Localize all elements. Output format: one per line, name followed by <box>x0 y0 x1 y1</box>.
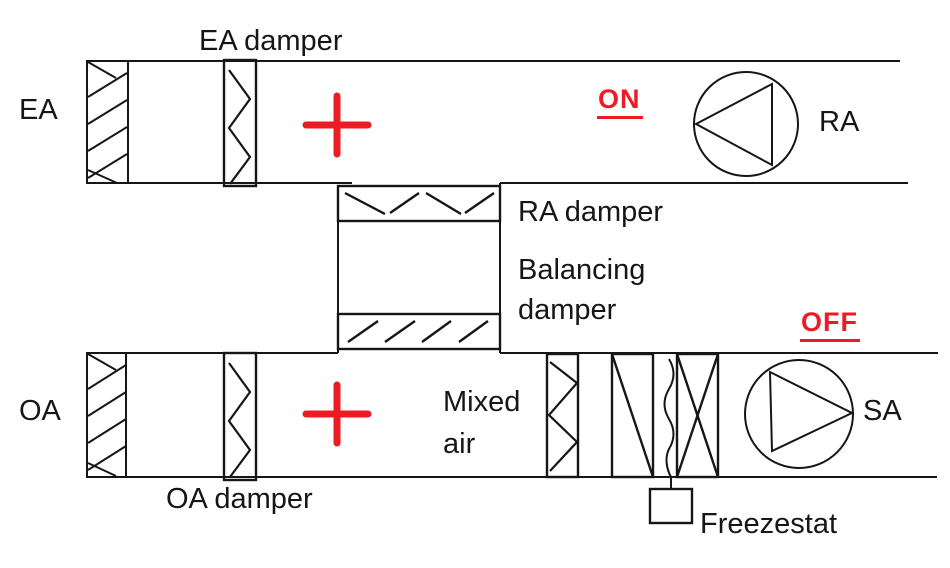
oa-damper-label: OA damper <box>166 483 313 515</box>
balancing-damper-icon <box>336 312 502 351</box>
heating-coil-icon <box>610 352 655 479</box>
oa-stream-label: OA <box>19 395 61 427</box>
balancing-damper-label: Balancing damper <box>518 250 645 330</box>
mixed-air-label-line1: Mixed <box>443 386 521 418</box>
ra-damper-icon <box>336 184 502 223</box>
balancing-damper-label-line1: Balancing <box>518 254 646 286</box>
plus-icon-mixed-air <box>302 381 372 447</box>
ra-fan-icon <box>693 71 799 177</box>
mixed-air-label-line2: air <box>443 428 476 460</box>
ra-fan-status-text: ON <box>597 86 643 119</box>
mixed-air-damper-icon <box>545 352 580 479</box>
ea-damper-icon <box>222 58 258 188</box>
sa-fan-icon <box>744 359 855 469</box>
freezestat-sensor-box <box>648 487 694 525</box>
exhaust-duct-lines <box>87 60 908 184</box>
plus-icon-exhaust <box>302 92 372 158</box>
sa-fan-status-text: OFF <box>800 309 860 342</box>
sa-fan-status-badge: OFF <box>800 309 860 342</box>
freezestat-label: Freezestat <box>700 508 837 540</box>
ea-stream-label: EA <box>19 94 58 126</box>
recirc-duct-lines <box>337 183 501 353</box>
ra-damper-label: RA damper <box>518 196 664 228</box>
mixed-air-label: Mixed air <box>443 381 520 465</box>
ra-fan-label: RA <box>819 106 860 138</box>
oa-louver-icon <box>86 352 127 478</box>
ea-damper-label: EA damper <box>199 25 343 57</box>
oa-damper-icon <box>222 351 258 482</box>
ra-fan-status-badge: ON <box>597 86 643 119</box>
freezestat-capillary-icon <box>663 358 675 489</box>
ea-louver-icon <box>86 60 129 184</box>
balancing-damper-label-line2: damper <box>518 294 617 326</box>
cooling-coil-icon <box>675 352 720 479</box>
sa-fan-label: SA <box>863 395 902 427</box>
